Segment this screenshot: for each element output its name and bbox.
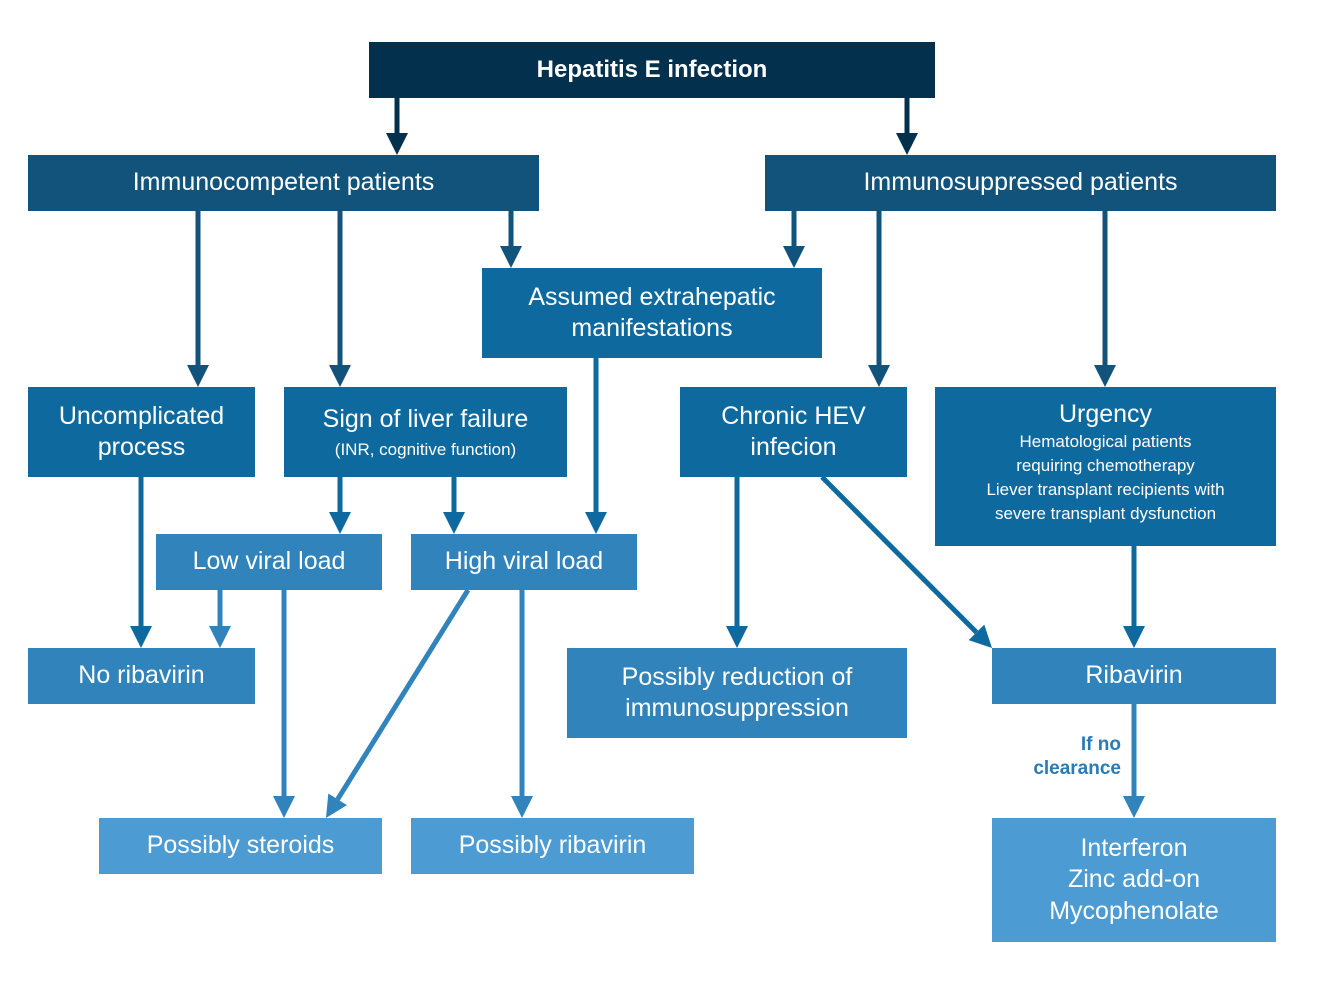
edge-label-line: If no [1080,734,1121,755]
node-detail-line: Hematological patients [1019,432,1192,452]
node-sublabel: (INR, cognitive function) [334,440,517,459]
arrowhead-icon [783,246,805,268]
arrowhead-icon [585,512,607,534]
arrowhead-icon [868,365,890,387]
node-label-line: Assumed extrahepatic [528,282,776,311]
arrowhead-icon [896,133,918,155]
node-label: Hepatitis E infection [536,56,768,83]
node-label: No ribavirin [78,661,205,690]
node-label-line: Zinc add-on [1067,865,1201,894]
arrowhead-icon [187,365,209,387]
node-label-line: Interferon [1080,834,1188,863]
node-interferon-zinc-mycophenolate: Interferon Zinc add-on Mycophenolate [992,818,1276,942]
arrowhead-icon [329,512,351,534]
node-hepatitis-e-infection: Hepatitis E infection [369,42,935,98]
node-label-line: Mycophenolate [1049,896,1219,925]
node-label: Sign of liver failure [322,404,529,433]
node-label-line: infecion [750,433,837,461]
edge-label-if-no-clearance: If no clearance [980,733,1121,781]
arrowhead-icon [1123,796,1145,818]
node-label: Possibly ribavirin [458,831,647,860]
node-label: Ribavirin [1085,661,1183,690]
node-detail-line: Liever transplant recipients with [986,479,1225,499]
node-detail-line: severe transplant dysfunction [994,503,1217,523]
node-sign-of-liver-failure: Sign of liver failure (INR, cognitive fu… [284,387,567,477]
arrowhead-icon [726,626,748,648]
node-label-line: Chronic HEV [721,401,866,430]
node-label-line: Uncomplicated [58,401,225,430]
arrowhead-icon [500,246,522,268]
connector-line [820,475,979,635]
node-no-ribavirin: No ribavirin [28,648,255,704]
arrowhead-icon [329,365,351,387]
arrowhead-icon [209,626,231,648]
arrowhead-icon [386,133,408,155]
node-label: Low viral load [192,547,346,576]
node-label-line: process [97,433,186,461]
node-low-viral-load: Low viral load [156,534,382,590]
node-urgency: Urgency Hematological patients requiring… [935,387,1276,546]
arrowhead-icon [443,512,465,534]
node-uncomplicated-process: Uncomplicated process [28,387,255,477]
node-high-viral-load: High viral load [411,534,637,590]
arrowhead-icon [1123,626,1145,648]
node-possibly-steroids: Possibly steroids [99,818,382,874]
node-ribavirin: Ribavirin [992,648,1276,704]
node-label-line: Possibly reduction of [621,662,853,691]
node-label-line: manifestations [571,314,733,342]
node-label-line: immunosuppression [625,694,849,722]
arrowhead-icon [130,626,152,648]
edge-label-line: clearance [1033,757,1121,779]
node-assumed-extrahepatic-manifestations: Assumed extrahepatic manifestations [482,268,822,358]
node-label: Immunocompetent patients [132,168,435,197]
node-possibly-ribavirin: Possibly ribavirin [411,818,694,874]
connector-line [335,588,471,801]
arrowhead-icon [968,624,992,648]
node-immunosuppressed-patients: Immunosuppressed patients [765,155,1276,211]
node-label: Possibly steroids [146,831,335,860]
arrowhead-icon [511,796,533,818]
arrowhead-icon [1094,365,1116,387]
node-label: Urgency [1058,400,1153,428]
arrowhead-icon [273,796,295,818]
arrowhead-icon [326,793,347,818]
node-detail-line: requiring chemotherapy [1016,456,1195,476]
node-immunocompetent-patients: Immunocompetent patients [28,155,539,211]
node-chronic-hev-infection: Chronic HEV infecion [680,387,907,477]
node-possibly-reduction-of-immunosuppression: Possibly reduction of immunosuppression [567,648,907,738]
node-label: High viral load [444,547,604,576]
node-label: Immunosuppressed patients [863,168,1178,197]
